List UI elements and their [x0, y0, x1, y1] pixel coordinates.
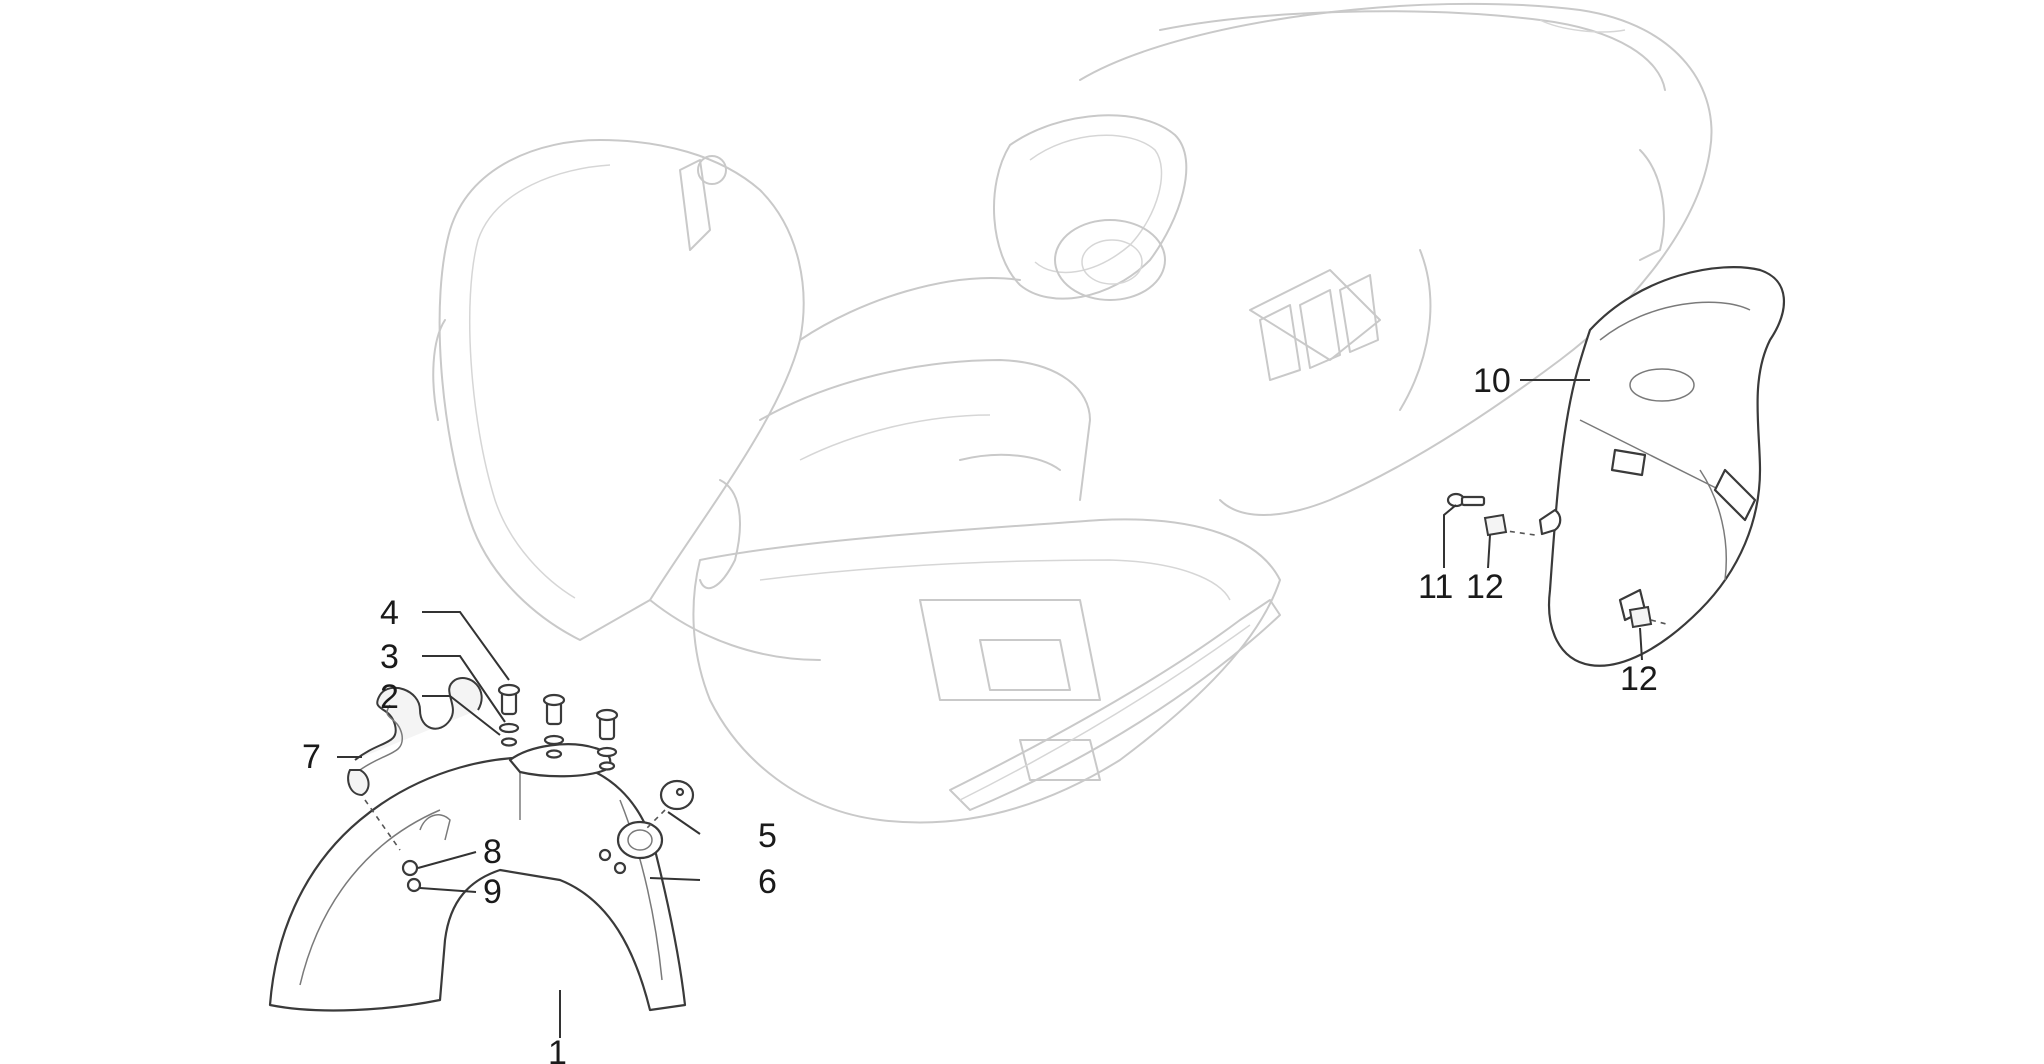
speed-clip-upper — [1483, 513, 1508, 537]
callout-5: 5 — [758, 817, 777, 855]
callout-3: 3 — [380, 638, 399, 676]
callout-10: 10 — [1473, 362, 1511, 400]
callout-1: 1 — [548, 1034, 567, 1064]
cable-harness — [347, 677, 483, 851]
callout-12-lower: 12 — [1620, 660, 1658, 698]
leader-lines — [337, 379, 1643, 1038]
rear-screw — [1446, 492, 1486, 508]
scooter-body-ghost — [432, 2, 1713, 824]
screw-set-left — [497, 683, 521, 747]
callout-4: 4 — [380, 594, 399, 632]
callout-8: 8 — [483, 833, 502, 871]
speed-clip-lower — [1628, 605, 1671, 629]
callout-12-upper: 12 — [1466, 568, 1504, 606]
callout-11: 11 — [1418, 568, 1453, 606]
front-mudguard — [268, 743, 687, 1012]
callout-labels: 4 3 2 7 5 6 8 9 1 10 11 12 12 — [302, 362, 1658, 1064]
mudguard-cap — [644, 779, 695, 831]
rear-splash-guard — [1499, 266, 1785, 667]
screw-set-middle — [542, 693, 566, 759]
callout-7: 7 — [302, 738, 321, 776]
callout-2: 2 — [380, 678, 399, 716]
callout-6: 6 — [758, 863, 777, 901]
nut-washer — [401, 859, 422, 893]
callout-9: 9 — [483, 873, 502, 911]
screw-set-right — [595, 708, 619, 771]
